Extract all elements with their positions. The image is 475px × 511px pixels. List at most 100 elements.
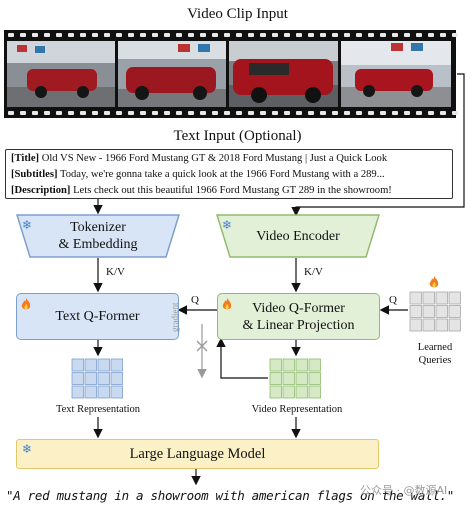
film-sprocket-hole	[236, 111, 242, 115]
film-sprocket-hole	[452, 33, 458, 37]
token-cell	[295, 358, 308, 372]
film-sprocket-hole	[32, 33, 38, 37]
token-cell	[422, 305, 435, 318]
film-sprocket-hole	[176, 111, 182, 115]
video-encoder-shape	[216, 214, 380, 258]
film-sprocket-hole	[200, 33, 206, 37]
film-sprocket-hole	[224, 33, 230, 37]
token-cell	[448, 318, 461, 332]
film-sprocket-hole	[56, 33, 62, 37]
film-sprocket-hole	[128, 33, 134, 37]
film-sprocket-hole	[260, 111, 266, 115]
film-sprocket-hole	[284, 111, 290, 115]
film-sprocket-hole	[272, 33, 278, 37]
film-sprocket-hole	[128, 111, 134, 115]
token-cell	[71, 385, 84, 399]
q-label-left: Q	[191, 294, 199, 306]
film-sprocket-hole	[92, 33, 98, 37]
token-cell	[84, 358, 97, 372]
film-sprocket-hole	[248, 33, 254, 37]
token-cell	[308, 372, 321, 385]
title-value: Old VS New - 1966 Ford Mustang GT & 2018…	[39, 153, 388, 164]
snowflake-icon: ❄	[22, 442, 33, 456]
film-sprocket-hole	[68, 33, 74, 37]
video-frame-1	[7, 41, 115, 107]
token-cell	[409, 318, 422, 332]
text-representation-label: Text Representation	[55, 404, 141, 415]
video-film-strip	[4, 30, 458, 118]
learned-queries-label: Learned Queries	[417, 342, 453, 366]
token-cell	[110, 372, 123, 385]
video-qformer-label: Video Q-Former & Linear Projection	[242, 300, 355, 333]
watermark: 公众号 · @数源AI	[360, 484, 448, 497]
film-sprocket-hole	[380, 111, 386, 115]
film-sprocket-hole	[392, 33, 398, 37]
token-cell	[110, 358, 123, 372]
token-cell	[97, 385, 110, 399]
token-cell	[110, 385, 123, 399]
token-cell	[71, 358, 84, 372]
film-sprocket-hole	[56, 111, 62, 115]
title-key: [Title]	[11, 153, 40, 164]
film-sprocket-hole	[176, 33, 182, 37]
q-label-right: Q	[389, 294, 397, 306]
snowflake-icon: ❄	[222, 218, 233, 232]
film-sprocket-hole	[356, 111, 362, 115]
token-cell	[308, 358, 321, 372]
flame-icon	[21, 298, 31, 310]
film-sprocket-hole	[428, 111, 434, 115]
text-representation-grid	[71, 358, 123, 399]
film-sprocket-hole	[368, 111, 374, 115]
text-qformer-label: Text Q-Former	[55, 309, 140, 324]
token-cell	[97, 358, 110, 372]
llm-box: Large Language Model	[16, 439, 379, 469]
description-key: [Description]	[11, 185, 71, 196]
tokenizer-embedding-label: Tokenizer & Embedding	[58, 220, 138, 252]
token-cell	[422, 318, 435, 332]
token-cell	[97, 372, 110, 385]
film-sprocket-hole	[296, 111, 302, 115]
film-sprocket-hole	[332, 33, 338, 37]
video-representation-label: Video Representation	[251, 404, 343, 415]
token-cell	[409, 305, 422, 318]
film-sprocket-hole	[68, 111, 74, 115]
token-cell	[269, 358, 282, 372]
film-sprocket-hole	[164, 111, 170, 115]
token-cell	[269, 385, 282, 399]
tokenizer-shape	[16, 214, 180, 258]
subtitles-line: [Subtitles] Today, we're gonna take a qu…	[11, 167, 447, 183]
token-cell	[435, 305, 448, 318]
film-sprocket-hole	[116, 111, 122, 115]
token-cell	[84, 372, 97, 385]
flame-icon	[429, 276, 439, 288]
film-sprocket-hole	[188, 33, 194, 37]
film-sprocket-hole	[404, 33, 410, 37]
video-qformer-box: Video Q-Former & Linear Projection	[217, 293, 380, 340]
film-sprocket-hole	[152, 33, 158, 37]
film-sprocket-hole	[80, 33, 86, 37]
film-sprocket-hole	[440, 33, 446, 37]
film-sprocket-hole	[104, 111, 110, 115]
film-sprocket-hole	[452, 111, 458, 115]
film-sprocket-hole	[116, 33, 122, 37]
film-sprocket-hole	[332, 111, 338, 115]
token-cell	[435, 291, 448, 305]
film-sprocket-hole	[200, 111, 206, 115]
snowflake-icon: ❄	[22, 218, 33, 232]
film-sprocket-hole	[140, 33, 146, 37]
token-cell	[295, 372, 308, 385]
film-sprocket-hole	[344, 33, 350, 37]
description-value: Lets check out this beautiful 1966 Ford …	[70, 185, 392, 196]
film-sprocket-hole	[92, 111, 98, 115]
film-sprocket-hole	[248, 111, 254, 115]
film-sprocket-hole	[368, 33, 374, 37]
film-sprocket-hole	[284, 33, 290, 37]
film-sprocket-hole	[344, 111, 350, 115]
token-cell	[282, 372, 295, 385]
model-output-text: "A red mustang in a showroom with americ…	[6, 488, 454, 503]
film-sprocket-hole	[392, 111, 398, 115]
film-sprocket-hole	[44, 111, 50, 115]
film-sprocket-hole	[320, 33, 326, 37]
text-qformer-box: Text Q-Former	[16, 293, 179, 340]
